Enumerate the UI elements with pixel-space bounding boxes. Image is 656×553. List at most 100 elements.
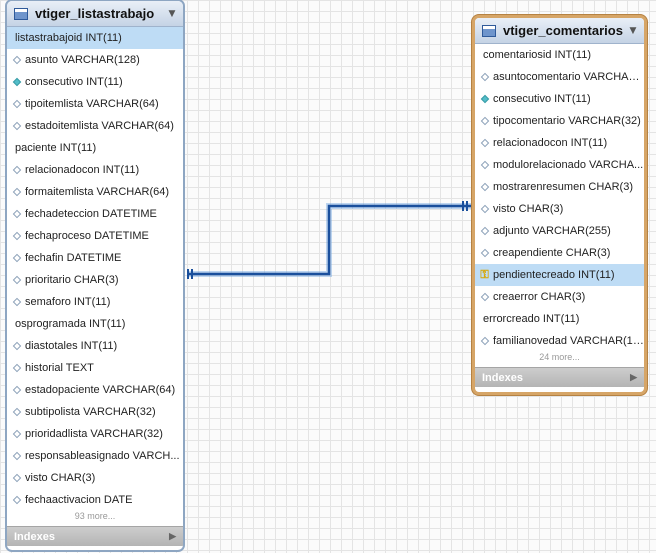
triangle-right-icon[interactable]: ▶ [630,372,637,382]
column-row[interactable]: familianovedad VARCHAR(12... [475,330,644,352]
column-row[interactable]: visto CHAR(3) [7,467,183,489]
column-row[interactable]: mostrarenresumen CHAR(3) [475,176,644,198]
column-name: familianovedad VARCHAR(12... [493,335,644,347]
column-name: relacionadocon INT(11) [25,164,140,176]
column-row[interactable]: semaforo INT(11) [7,291,183,313]
column-row[interactable]: visto CHAR(3) [475,198,644,220]
column-name: fechadeteccion DATETIME [25,208,157,220]
column-name: mostrarenresumen CHAR(3) [493,181,633,193]
diamond-icon [479,72,490,83]
column-row[interactable]: relacionadocon INT(11) [475,132,644,154]
diamond-icon [11,495,22,506]
diamond-icon [479,292,490,303]
column-name: paciente INT(11) [15,142,97,154]
column-row[interactable]: asuntocomentario VARCHAR... [475,66,644,88]
diamond-icon [11,77,22,88]
column-row[interactable]: comentariosid INT(11) [475,44,644,66]
diamond-icon [479,160,490,171]
column-name: creaerror CHAR(3) [493,291,586,303]
column-name: semaforo INT(11) [25,296,111,308]
column-row[interactable]: fechaproceso DATETIME [7,225,183,247]
column-row[interactable]: estadopaciente VARCHAR(64) [7,379,183,401]
column-row[interactable]: historial TEXT [7,357,183,379]
chevron-down-icon[interactable]: ▼ [168,8,176,19]
column-name: prioritario CHAR(3) [25,274,119,286]
column-list: listastrabajoid INT(11) asunto VARCHAR(12… [7,27,183,511]
column-row[interactable]: tipoitemlista VARCHAR(64) [7,93,183,115]
diamond-icon [11,429,22,440]
more-columns-link[interactable]: 24 more... [539,352,580,362]
column-row[interactable]: fechaactivacion DATE [7,489,183,511]
diamond-icon [11,253,22,264]
column-row[interactable]: consecutivo INT(11) [7,71,183,93]
column-row[interactable]: prioridadlista VARCHAR(32) [7,423,183,445]
column-row[interactable]: adjunto VARCHAR(255) [475,220,644,242]
column-name: fechaactivacion DATE [25,494,133,506]
column-row[interactable]: prioritario CHAR(3) [7,269,183,291]
column-name: tipoitemlista VARCHAR(64) [25,98,159,110]
column-row[interactable]: modulorelacionado VARCHA... [475,154,644,176]
no-icon [11,143,12,154]
diamond-icon [479,94,490,105]
column-row[interactable]: asunto VARCHAR(128) [7,49,183,71]
column-row[interactable]: estadoitemlista VARCHAR(64) [7,115,183,137]
column-name: errorcreado INT(11) [483,313,580,325]
column-name: estadopaciente VARCHAR(64) [25,384,176,396]
column-row[interactable]: ⚿ pendientecreado INT(11) [475,264,644,286]
column-row[interactable]: formaitemlista VARCHAR(64) [7,181,183,203]
column-list: comentariosid INT(11) asuntocomentario VA… [475,44,644,352]
column-name: consecutivo INT(11) [25,76,123,88]
column-row[interactable]: responsableasignado VARCH... [7,445,183,467]
table-vtiger-comentarios[interactable]: vtiger_comentarios ▼ comentariosid INT(1… [472,15,647,395]
diamond-icon [11,99,22,110]
column-row[interactable]: subtipolista VARCHAR(32) [7,401,183,423]
table-header[interactable]: vtiger_listastrabajo ▼ [7,1,183,27]
diamond-icon [11,209,22,220]
column-name: subtipolista VARCHAR(32) [25,406,156,418]
column-name: historial TEXT [25,362,94,374]
column-row[interactable]: errorcreado INT(11) [475,308,644,330]
table-title: vtiger_comentarios [503,23,623,38]
column-row[interactable]: consecutivo INT(11) [475,88,644,110]
column-name: prioridadlista VARCHAR(32) [25,428,163,440]
column-name: tipocomentario VARCHAR(32) [493,115,641,127]
column-name: listastrabajoid INT(11) [15,32,122,44]
diamond-icon [11,231,22,242]
column-row[interactable]: creapendiente CHAR(3) [475,242,644,264]
column-row[interactable]: paciente INT(11) [7,137,183,159]
diamond-icon [479,182,490,193]
column-row[interactable]: relacionadocon INT(11) [7,159,183,181]
table-vtiger-listastrabajo[interactable]: vtiger_listastrabajo ▼ listastrabajoid I… [5,0,185,552]
diamond-icon [11,121,22,132]
column-row[interactable]: osprogramada INT(11) [7,313,183,335]
column-row[interactable]: listastrabajoid INT(11) [7,27,183,49]
diamond-icon [479,138,490,149]
more-columns-link[interactable]: 93 more... [74,511,116,521]
triangle-right-icon[interactable]: ▶ [169,531,176,541]
column-name: pendientecreado INT(11) [493,269,615,281]
table-header[interactable]: vtiger_comentarios ▼ [475,18,644,44]
column-name: responsableasignado VARCH... [25,450,180,462]
indexes-label: Indexes [14,530,55,543]
no-icon [479,314,480,325]
column-row[interactable]: fechafin DATETIME [7,247,183,269]
key-icon: ⚿ [480,268,489,281]
diamond-icon [479,248,490,259]
diamond-icon [11,451,22,462]
column-row[interactable]: diastotales INT(11) [7,335,183,357]
one-cardinality-marker-left [187,269,193,279]
column-row[interactable]: creaerror CHAR(3) [475,286,644,308]
column-row[interactable]: fechadeteccion DATETIME [7,203,183,225]
chevron-down-icon[interactable]: ▼ [629,25,637,36]
column-name: comentariosid INT(11) [483,49,591,61]
diamond-icon [11,473,22,484]
diamond-icon [479,226,490,237]
column-name: adjunto VARCHAR(255) [493,225,611,237]
indexes-section[interactable]: Indexes ▶ [475,367,644,387]
indexes-section[interactable]: Indexes ▶ [7,526,183,546]
diamond-icon [11,407,22,418]
column-row[interactable]: tipocomentario VARCHAR(32) [475,110,644,132]
no-icon [11,319,12,330]
